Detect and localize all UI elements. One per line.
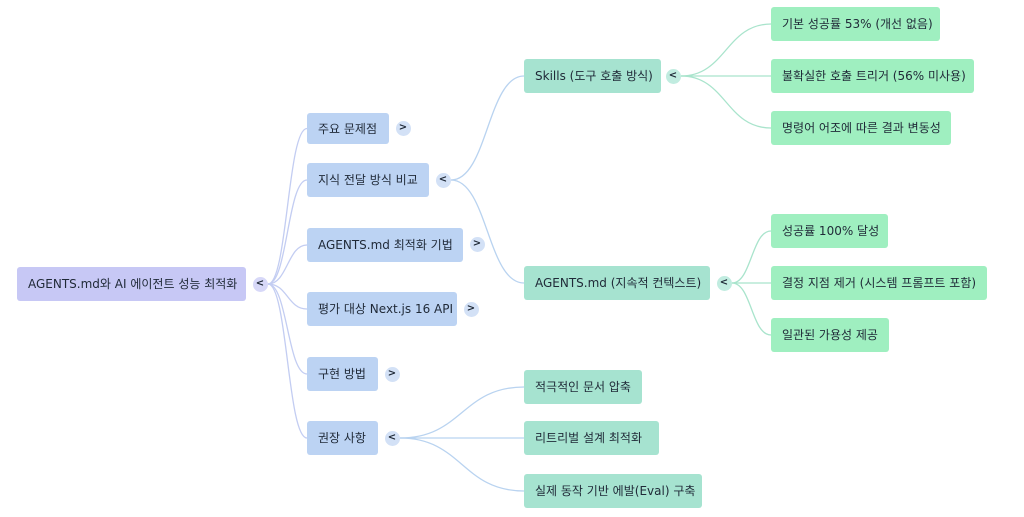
edge-root-to-branch	[267, 179, 308, 285]
chevron-right-icon: >	[387, 368, 397, 379]
edge-recommendations-to-child	[399, 386, 525, 439]
branch-label: 구현 방법	[318, 367, 366, 381]
node-recommendation-eval[interactable]: 실제 동작 기반 에발(Eval) 구축	[524, 474, 702, 508]
branch-recommendations-collapse-toggle[interactable]: <	[384, 430, 400, 446]
branch-main-problems[interactable]: 주요 문제점	[307, 113, 389, 144]
node-skills-detail[interactable]: 명령어 어조에 따른 결과 변동성	[771, 111, 951, 145]
node-label: Skills (도구 호출 방식)	[535, 69, 653, 83]
chevron-right-icon: >	[466, 303, 476, 314]
edge-skills-to-detail	[680, 23, 772, 77]
node-label: 기본 성공률 53% (개선 없음)	[782, 17, 933, 31]
branch-implementation[interactable]: 구현 방법	[307, 357, 378, 391]
root-node[interactable]: AGENTS.md와 AI 에이전트 성능 최적화	[17, 267, 246, 301]
node-agents-detail[interactable]: 일관된 가용성 제공	[771, 318, 889, 352]
node-label: AGENTS.md (지속적 컨텍스트)	[535, 276, 702, 290]
edge-comparison-to-child	[450, 179, 525, 284]
edge-skills-to-detail	[680, 75, 772, 129]
edge-root-to-branch	[267, 283, 308, 375]
node-skills-detail[interactable]: 불확실한 호출 트리거 (56% 미사용)	[771, 59, 974, 93]
node-label: 일관된 가용성 제공	[782, 328, 878, 342]
node-label: 불확실한 호출 트리거 (56% 미사용)	[782, 69, 966, 83]
node-agents-md[interactable]: AGENTS.md (지속적 컨텍스트)	[524, 266, 710, 300]
branch-knowledge-comparison[interactable]: 지식 전달 방식 비교	[307, 163, 429, 197]
chevron-left-icon: <	[719, 277, 729, 288]
branch-knowledge-comparison-collapse-toggle[interactable]: <	[435, 172, 451, 188]
chevron-right-icon: >	[398, 122, 408, 133]
node-skills[interactable]: Skills (도구 호출 방식)	[524, 59, 661, 93]
chevron-left-icon: <	[438, 174, 448, 185]
node-label: 실제 동작 기반 에발(Eval) 구축	[535, 484, 696, 498]
edge-agents-to-detail	[731, 282, 772, 336]
node-recommendation-compression[interactable]: 적극적인 문서 압축	[524, 370, 642, 404]
node-agents-detail[interactable]: 결정 지점 제거 (시스템 프롬프트 포함)	[771, 266, 987, 300]
node-agents-detail[interactable]: 성공률 100% 달성	[771, 214, 888, 248]
branch-label: 지식 전달 방식 비교	[318, 173, 418, 187]
node-label: 결정 지점 제거 (시스템 프롬프트 포함)	[782, 276, 977, 290]
root-label: AGENTS.md와 AI 에이전트 성능 최적화	[28, 277, 238, 291]
node-recommendation-retrieval[interactable]: 리트리벌 설계 최적화	[524, 421, 659, 455]
branch-label: 평가 대상 Next.js 16 API	[318, 302, 454, 316]
edge-recommendations-to-child	[399, 437, 525, 492]
branch-label: 주요 문제점	[318, 121, 378, 136]
branch-evaluated-api-expand-toggle[interactable]: >	[463, 301, 479, 317]
branch-evaluated-api[interactable]: 평가 대상 Next.js 16 API	[307, 292, 457, 326]
edge-root-to-branch	[267, 283, 308, 439]
node-agents-md-collapse-toggle[interactable]: <	[716, 275, 732, 291]
node-label: 리트리벌 설계 최적화	[535, 431, 642, 445]
node-label: 명령어 어조에 따른 결과 변동성	[782, 121, 941, 135]
chevron-left-icon: <	[668, 70, 678, 81]
edge-root-to-branch	[267, 244, 308, 285]
chevron-left-icon: <	[255, 278, 265, 289]
branch-agents-optimization[interactable]: AGENTS.md 최적화 기법	[307, 228, 463, 262]
edge-root-to-branch	[267, 127, 308, 285]
chevron-right-icon: >	[472, 238, 482, 249]
node-skills-collapse-toggle[interactable]: <	[665, 68, 681, 84]
branch-recommendations[interactable]: 권장 사항	[307, 421, 378, 455]
node-label: 성공률 100% 달성	[782, 224, 880, 238]
node-skills-detail[interactable]: 기본 성공률 53% (개선 없음)	[771, 7, 940, 41]
branch-label: 권장 사항	[318, 431, 366, 445]
chevron-left-icon: <	[387, 432, 397, 443]
branch-implementation-expand-toggle[interactable]: >	[384, 366, 400, 382]
edge-comparison-to-child	[450, 75, 525, 181]
node-label: 적극적인 문서 압축	[535, 380, 631, 394]
edge-agents-to-detail	[731, 230, 772, 284]
branch-main-problems-expand-toggle[interactable]: >	[395, 120, 411, 136]
edge-root-to-branch	[267, 283, 308, 310]
root-collapse-toggle[interactable]: <	[252, 276, 268, 292]
branch-agents-optimization-expand-toggle[interactable]: >	[469, 236, 485, 252]
branch-label: AGENTS.md 최적화 기법	[318, 238, 453, 252]
